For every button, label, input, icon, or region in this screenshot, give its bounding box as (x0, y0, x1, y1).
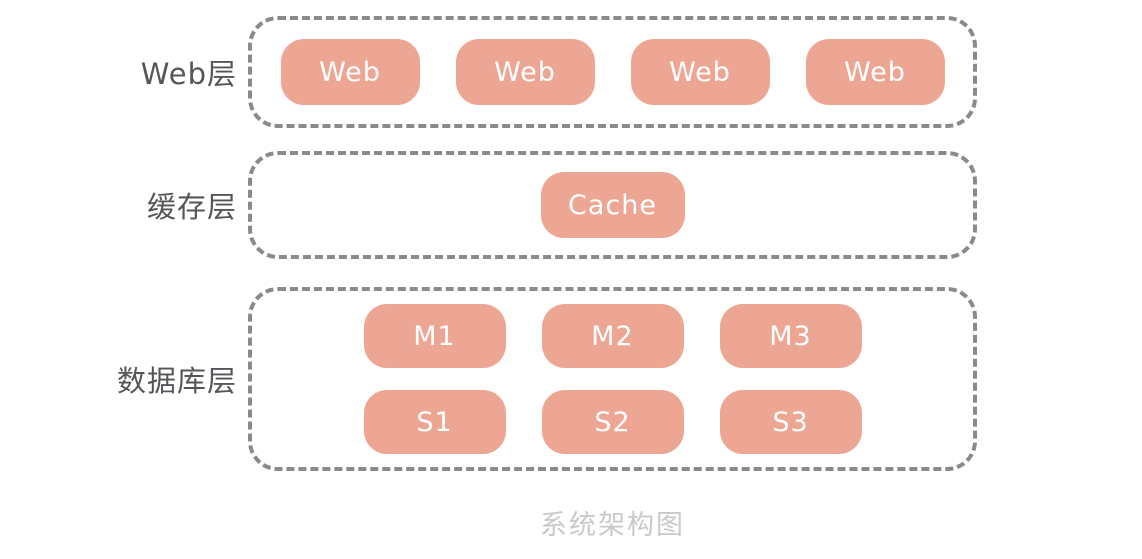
slave-node-s3: S3 (719, 390, 862, 454)
database-layer: 数据库层 M1 M2 M3 S1 S2 S3 (0, 287, 977, 471)
cache-layer-label: 缓存层 (146, 190, 237, 224)
master-node-row: M1 M2 M3 (363, 304, 862, 368)
slave-node-s1: S1 (363, 390, 506, 454)
cache-node-row: Cache (540, 172, 685, 238)
web-node-4: Web (805, 39, 945, 105)
master-node-m3: M3 (719, 304, 862, 368)
web-layer-label: Web层 (140, 57, 237, 91)
cache-layer: 缓存层 Cache (0, 151, 977, 259)
web-node-row: Web Web Web Web (280, 39, 945, 105)
database-layer-container: M1 M2 M3 S1 S2 S3 (248, 287, 977, 471)
web-node-3: Web (630, 39, 770, 105)
web-layer: Web层 Web Web Web Web (0, 16, 977, 128)
web-node-1: Web (280, 39, 420, 105)
database-node-stack: M1 M2 M3 S1 S2 S3 (363, 304, 862, 454)
cache-node: Cache (540, 172, 685, 238)
web-node-2: Web (455, 39, 595, 105)
master-node-m2: M2 (541, 304, 684, 368)
web-layer-container: Web Web Web Web (248, 16, 977, 128)
slave-node-row: S1 S2 S3 (363, 390, 862, 454)
cache-layer-container: Cache (248, 151, 977, 259)
diagram-title: 系统架构图 (540, 510, 685, 541)
master-node-m1: M1 (363, 304, 506, 368)
database-layer-label: 数据库层 (116, 364, 237, 398)
slave-node-s2: S2 (541, 390, 684, 454)
